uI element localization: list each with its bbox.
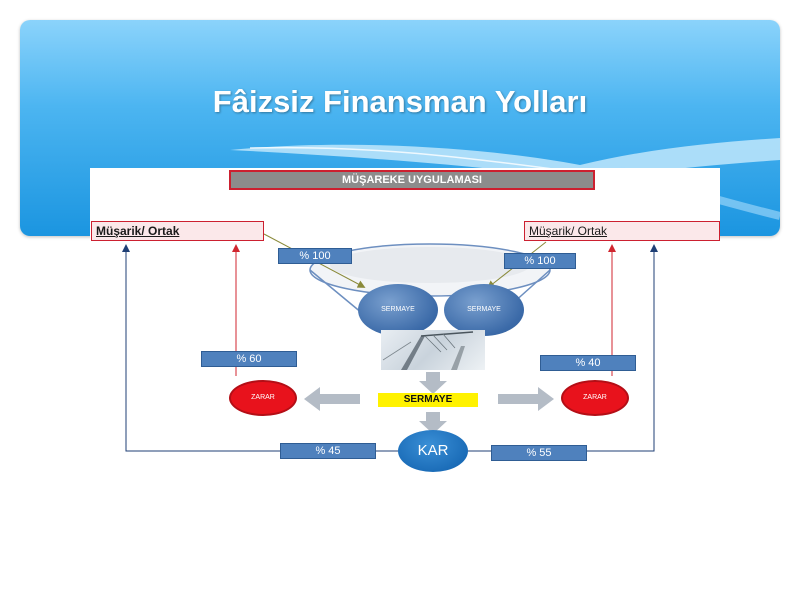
diagram-title: MÜŞAREKE UYGULAMASI xyxy=(229,170,595,190)
pct-top-right: % 100 xyxy=(504,253,576,269)
capital-circle-right: SERMAYE xyxy=(444,284,524,336)
partner-left-box: Müşarik/ Ortak xyxy=(91,221,264,241)
pct-loss-left: % 60 xyxy=(201,351,297,367)
arrow-down-to-profit xyxy=(419,412,447,434)
musareke-diagram: MÜŞAREKE UYGULAMASI Müşarik/ Ortak Müşar… xyxy=(90,168,720,480)
arrow-down-to-capital xyxy=(419,372,447,394)
crane-image xyxy=(382,331,474,370)
arrow-right-to-loss xyxy=(498,387,554,411)
partner-right-box: Müşarik/ Ortak xyxy=(524,221,720,241)
pct-profit-right: % 55 xyxy=(491,445,587,461)
pct-profit-left: % 45 xyxy=(280,443,376,459)
loss-circle-right: ZARAR xyxy=(561,380,629,416)
diagram-connectors xyxy=(122,233,658,452)
arrow-left-to-loss xyxy=(304,387,360,411)
profit-circle: KAR xyxy=(398,430,468,472)
loss-circle-left: ZARAR xyxy=(229,380,297,416)
construction-photo xyxy=(381,330,485,370)
pct-loss-right: % 40 xyxy=(540,355,636,371)
capital-center-label: SERMAYE xyxy=(378,393,478,407)
slide-title: Fâizsiz Finansman Yolları xyxy=(212,84,588,119)
pct-top-left: % 100 xyxy=(278,248,352,264)
capital-circle-left: SERMAYE xyxy=(358,284,438,336)
